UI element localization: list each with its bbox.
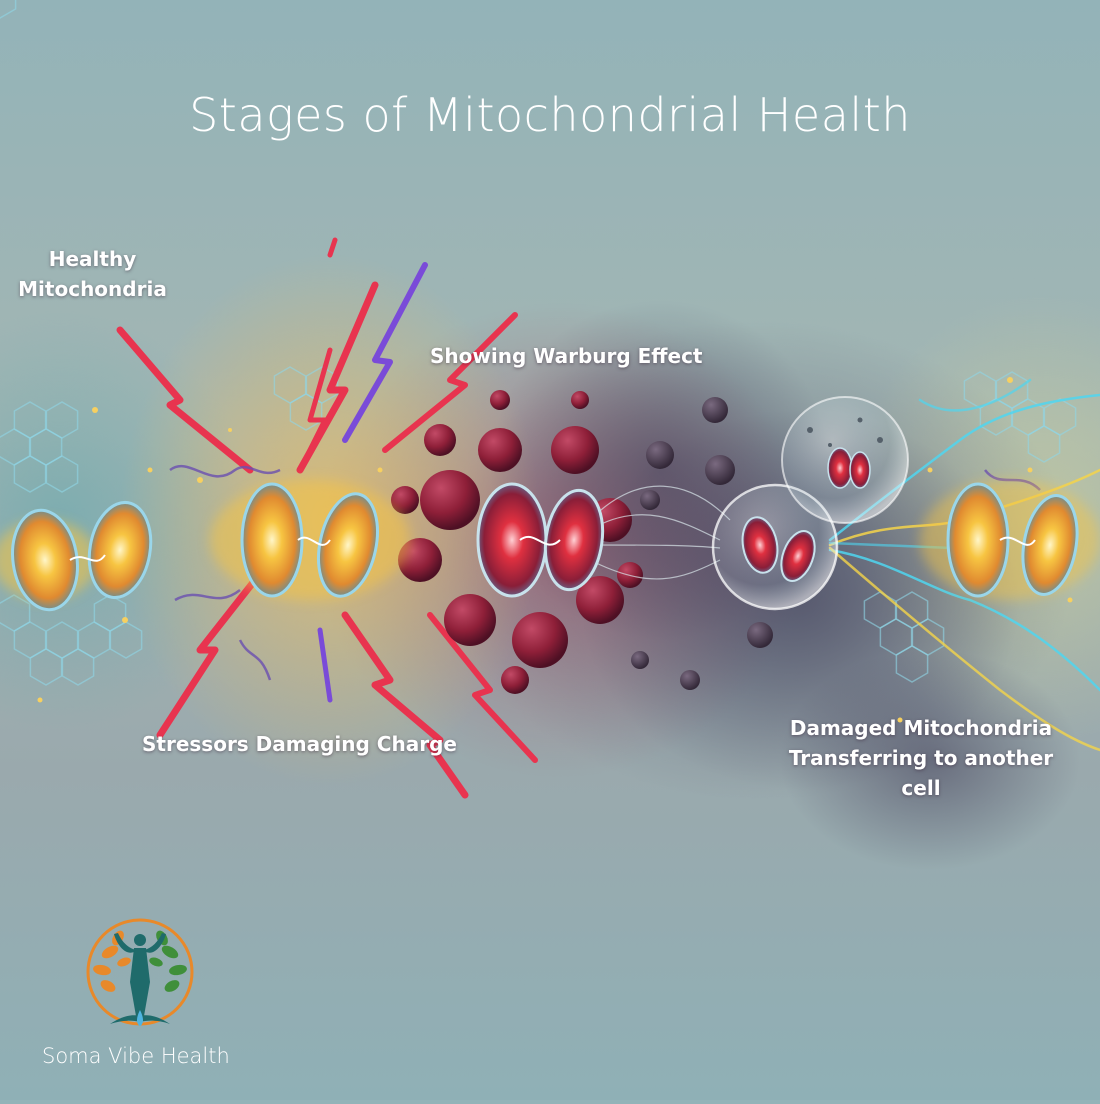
stage-label-stressors: Stressors Damaging Charge [142, 729, 457, 759]
healthy-mitochondria-pair-1 [0, 500, 153, 612]
stage-label-damaged-line2: Transferring to another cell [788, 746, 1054, 800]
transfer-bubble [711, 396, 909, 611]
page-title: Stages of Mitochondrial Health [189, 88, 911, 142]
stage-label-damaged: Damaged Mitochondria Transferring to ano… [766, 713, 1076, 803]
stage-label-warburg: Showing Warburg Effect [430, 341, 702, 371]
warburg-sphere-cluster [391, 390, 773, 694]
stress-lightning-bolts [116, 237, 538, 799]
brand-name: Soma Vibe Health [42, 1044, 230, 1068]
stage-label-damaged-line1: Damaged Mitochondria [789, 716, 1053, 740]
stage-label-healthy: Healthy Mitochondria [10, 244, 175, 304]
warburg-mitochondria-pair [476, 482, 605, 598]
sparkle-dots [37, 377, 1073, 723]
stage-label-healthy-line1: Healthy [48, 247, 137, 271]
stressed-mitochondria-pair [210, 480, 410, 600]
tree-of-life-human-figure-icon [86, 918, 194, 1026]
stage-label-stressors-line1: Stressors Damaging Charge [142, 732, 457, 756]
recipient-mitochondria-pair [920, 480, 1100, 600]
stage-label-warburg-line1: Showing Warburg Effect [430, 344, 703, 368]
transfer-threads [589, 485, 731, 580]
stage-label-healthy-line2: Mitochondria [18, 277, 167, 301]
